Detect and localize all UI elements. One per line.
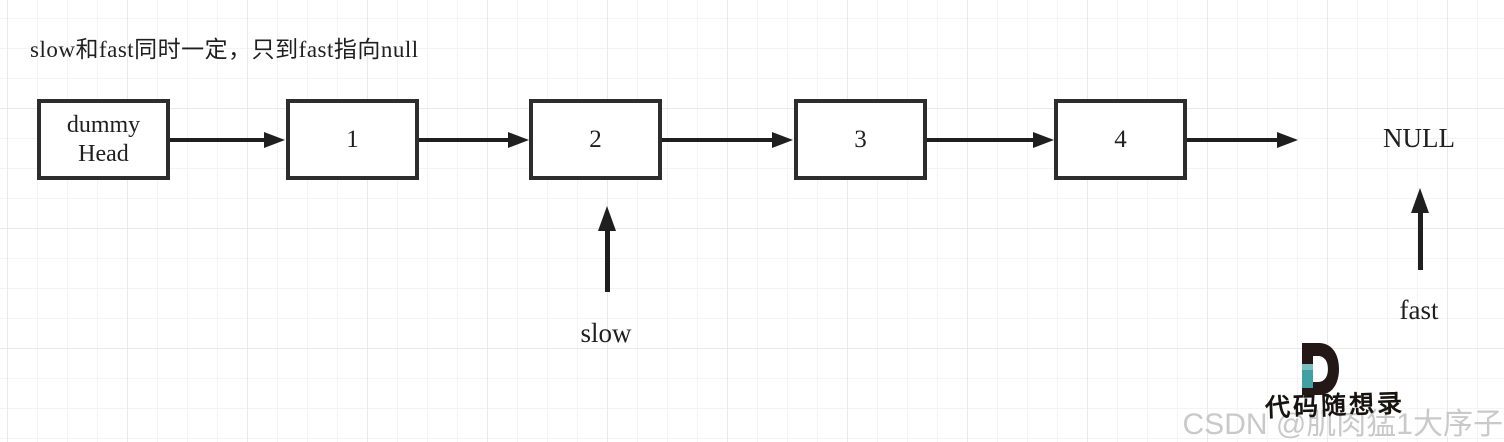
arrow-head [598, 206, 616, 231]
arrow-head [264, 132, 285, 148]
null-label: NULL [1383, 123, 1455, 153]
fast-pointer-label: fast [1399, 295, 1439, 325]
arrow-right-icon [927, 132, 1054, 148]
list-node-1: 1 [286, 99, 419, 180]
arrow-head [1277, 132, 1298, 148]
arrow-head [508, 132, 529, 148]
arrow-shaft [1187, 138, 1282, 142]
arrow-right-icon [419, 132, 529, 148]
arrow-shaft [170, 138, 269, 142]
list-node-dummy-head: dummy Head [37, 99, 170, 180]
arrow-right-icon [662, 132, 793, 148]
brand-watermark: 代码随想录 [1264, 390, 1406, 423]
arrow-right-icon [170, 132, 285, 148]
arrow-head [1033, 132, 1054, 148]
list-node-4: 4 [1054, 99, 1187, 180]
slow-pointer-label: slow [580, 318, 632, 348]
arrow-head [772, 132, 793, 148]
list-node-2: 2 [529, 99, 662, 180]
arrow-head [1411, 188, 1429, 213]
arrow-shaft [927, 138, 1038, 142]
csdn-watermark: CSDN @肌肉猛1大序子 [1182, 408, 1503, 441]
arrow-shaft [604, 228, 610, 292]
code-thoughts-logo-icon [1302, 343, 1339, 395]
arrow-up-icon [1410, 188, 1430, 270]
list-node-3: 3 [794, 99, 927, 180]
arrow-shaft [419, 138, 513, 142]
arrow-right-icon [1187, 132, 1298, 148]
diagram-title: slow和fast同时一定，只到fast指向null [30, 37, 419, 62]
arrow-up-icon [597, 206, 617, 292]
arrow-shaft [1417, 210, 1423, 270]
arrow-shaft [662, 138, 777, 142]
